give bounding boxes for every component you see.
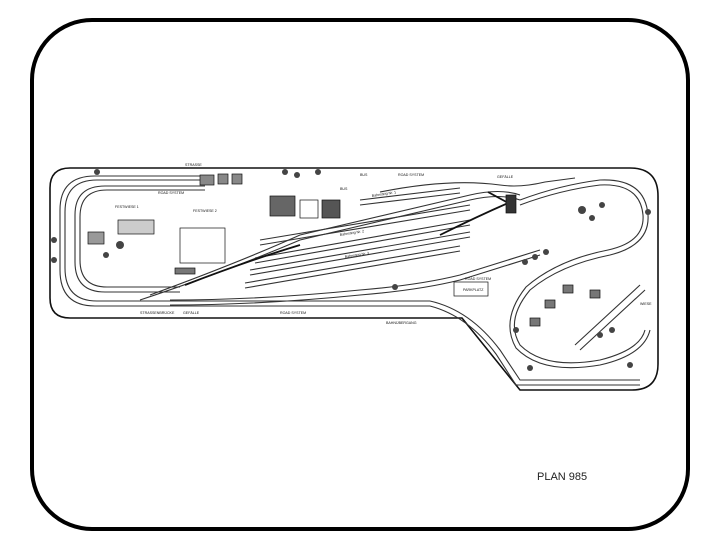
- outer-frame: [30, 18, 690, 531]
- label-bahnsteig: Bahnsteig Nr. 1: [372, 190, 397, 198]
- label-road-system: ROAD SYSTEM: [465, 277, 491, 281]
- label-festwiese-2: FESTWIESE 2: [193, 209, 217, 213]
- label-strasse: STRASSE: [185, 163, 202, 167]
- label-parkplatz: PARKPLATZ: [463, 288, 484, 292]
- label-bahnsteig: Bahnsteig Nr. 3: [345, 251, 370, 259]
- label-bahnsteig: Bahnsteig Nr. 2: [340, 229, 365, 237]
- label-strassenbruecke: STRASSENBRÜCKE: [140, 311, 175, 315]
- board-outline: [49, 167, 659, 391]
- tracks: [59, 175, 651, 386]
- label-road-system: ROAD SYSTEM: [398, 173, 424, 177]
- label-gefaelle: GEFÄLLE: [183, 311, 200, 315]
- trees: [51, 169, 651, 371]
- label-bahnuebergang: BAHNÜBERGANG: [386, 321, 417, 325]
- label-bus: BUS: [340, 187, 348, 191]
- label-wiese: WIESE: [640, 302, 652, 306]
- label-gefaelle: GEFÄLLE: [497, 175, 514, 179]
- plan-title: PLAN 985: [537, 471, 588, 483]
- structures: [87, 173, 601, 327]
- label-road-system: ROAD SYSTEM: [158, 191, 184, 195]
- label-festwiese-1: FESTWIESE 1: [115, 205, 139, 209]
- label-road-system: ROAD SYSTEM: [280, 311, 306, 315]
- label-bus: BUS: [360, 173, 368, 177]
